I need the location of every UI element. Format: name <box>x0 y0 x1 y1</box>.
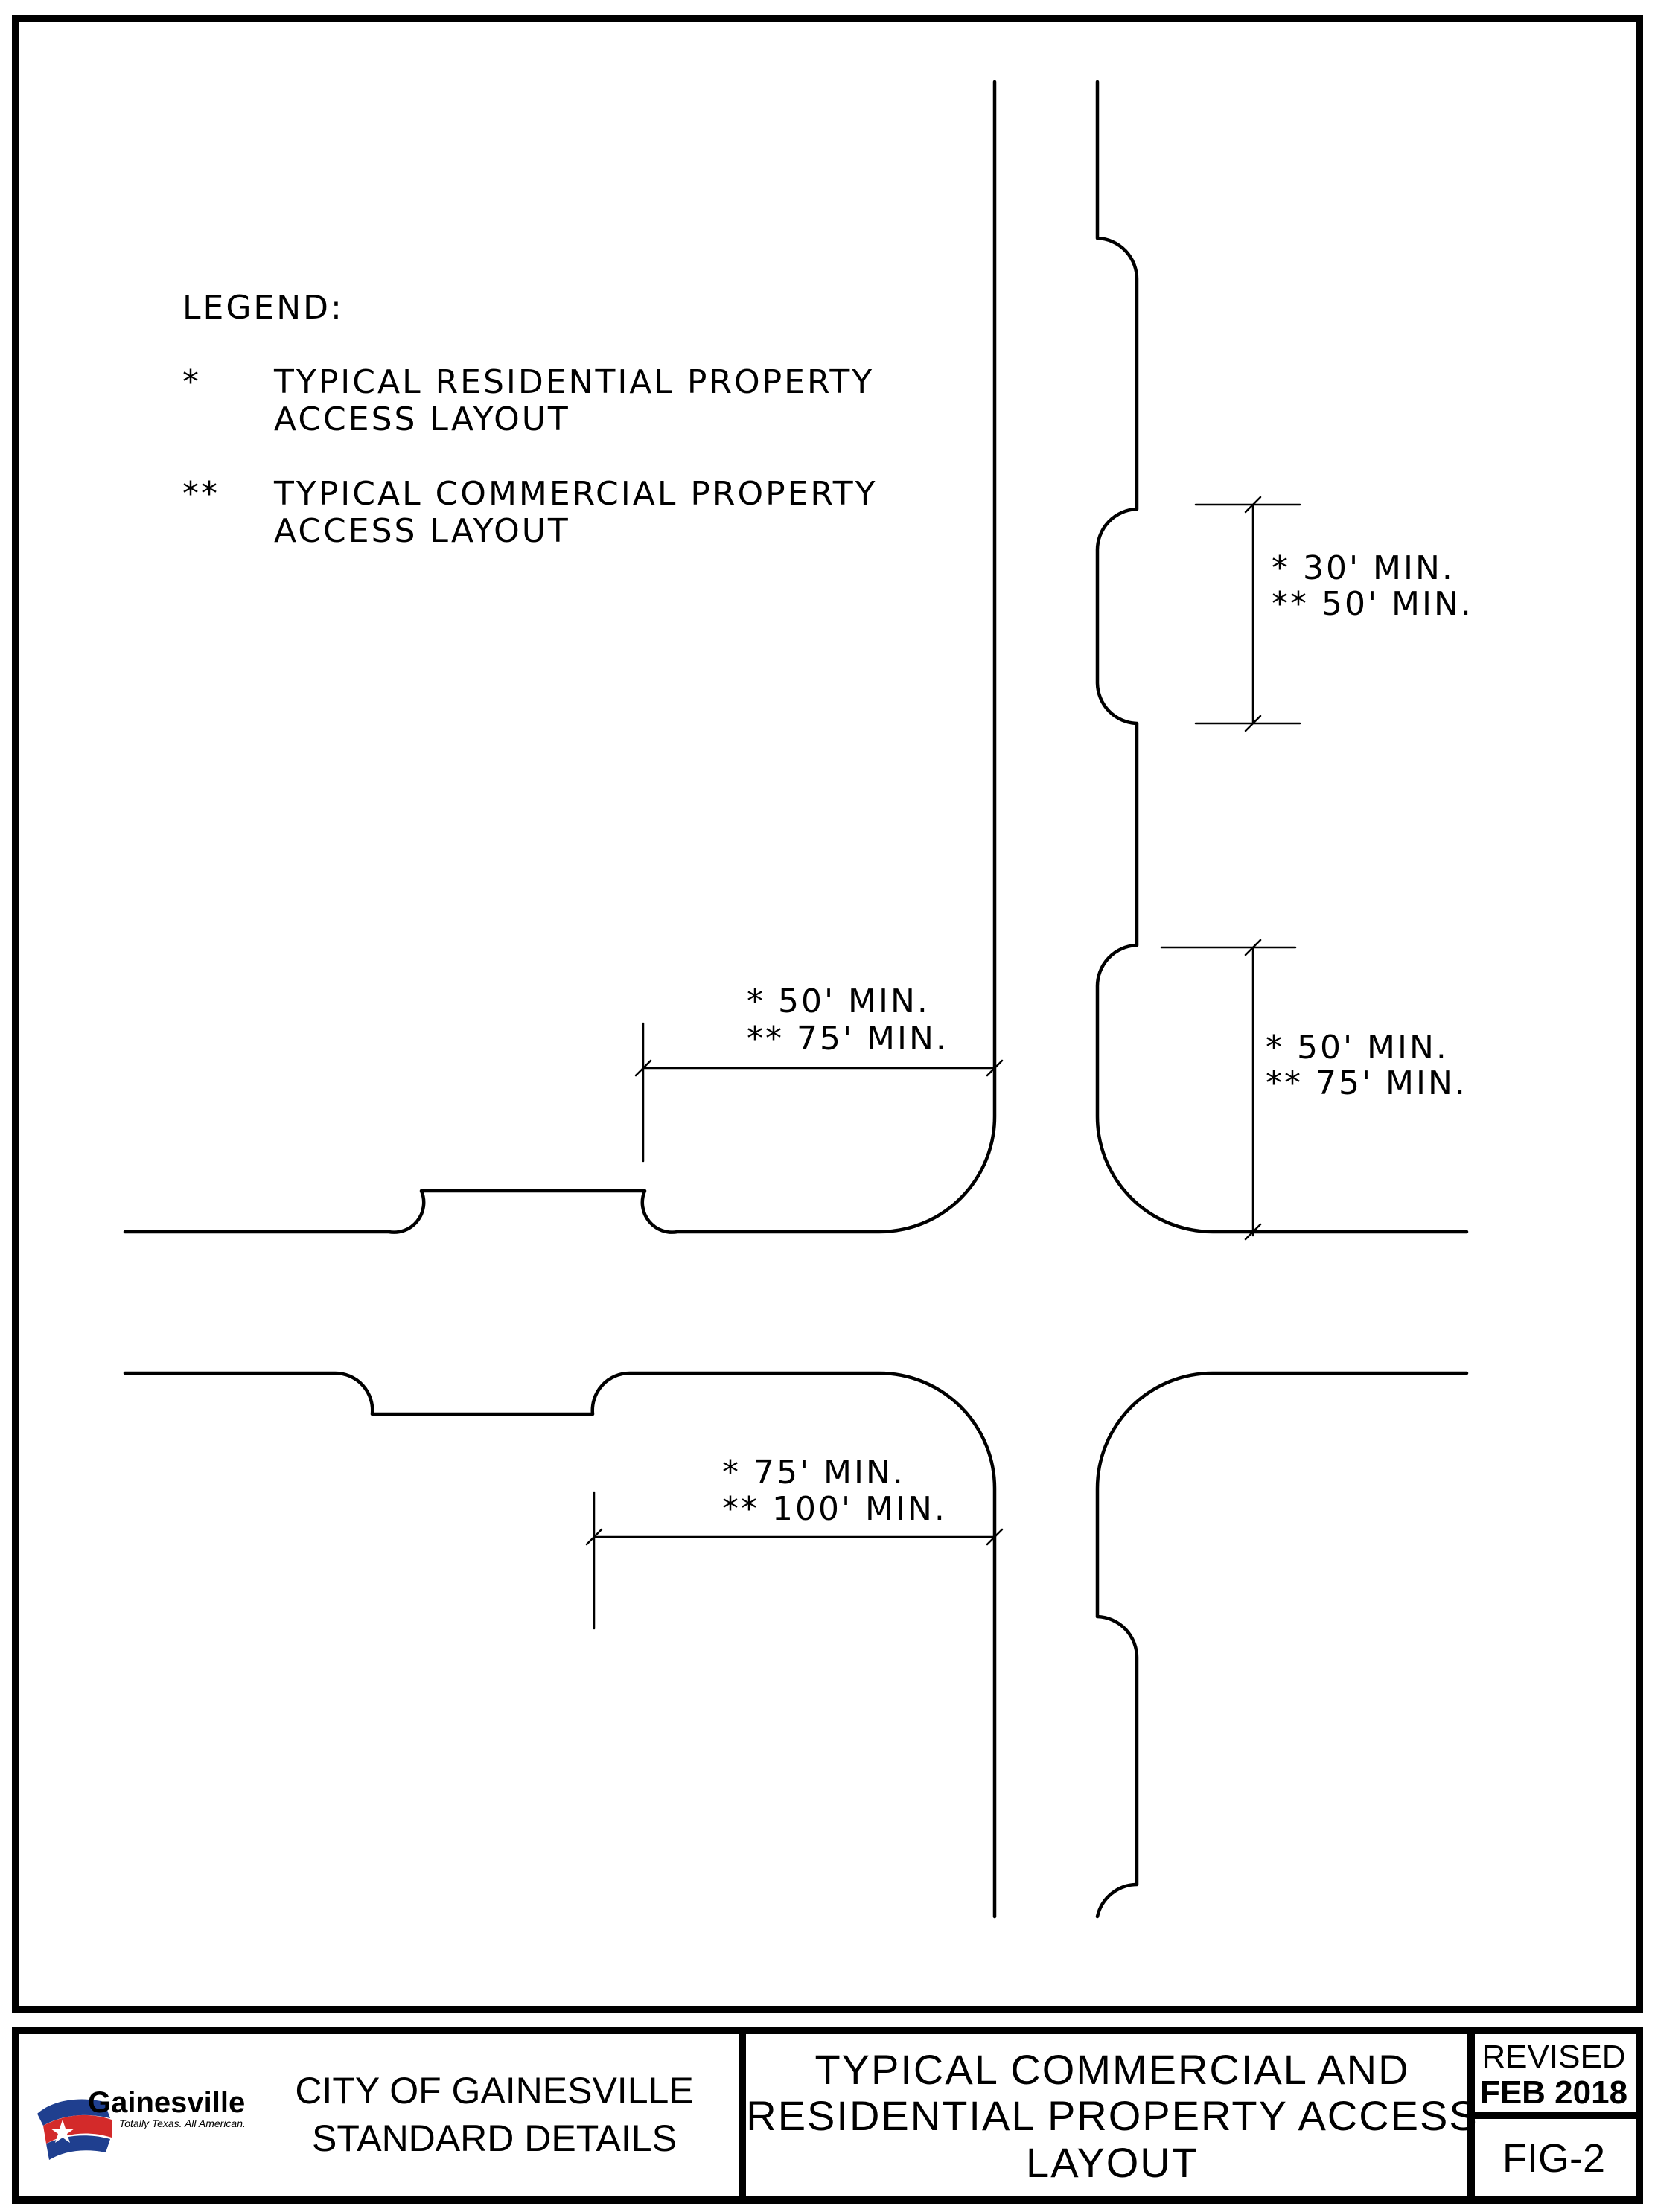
dim-right-lower-residential: * 50' MIN. <box>1266 1029 1449 1067</box>
dim-left-lower-commercial: ** 100' MIN. <box>722 1490 947 1528</box>
dimension-right-lower <box>1160 939 1297 1241</box>
dimension-left-lower <box>585 1491 1004 1630</box>
dim-left-lower-residential: * 75' MIN. <box>722 1454 905 1492</box>
drawing-title-line1: TYPICAL COMMERCIAL AND <box>814 2046 1409 2093</box>
legend-residential-line2: ACCESS LAYOUT <box>274 400 570 438</box>
legend: LEGEND: * TYPICAL RESIDENTIAL PROPERTY A… <box>182 289 878 550</box>
curb-vertical-right-upper <box>1095 80 1469 1234</box>
drawing-title-line3: LAYOUT <box>1026 2139 1199 2186</box>
dim-right-upper-residential: * 30' MIN. <box>1272 549 1455 587</box>
revised-date: FEB 2018 <box>1480 2074 1627 2111</box>
legend-marker-commercial: ** <box>182 475 220 513</box>
legend-residential-line1: TYPICAL RESIDENTIAL PROPERTY <box>273 363 874 401</box>
texas-flag-swoosh-icon <box>37 2099 110 2126</box>
legend-title: LEGEND: <box>182 289 344 327</box>
curb-horizontal-left-lower <box>123 1371 997 1919</box>
curb-horizontal-right-lower <box>1095 1371 1469 1919</box>
curb-vertical-left-upper <box>123 80 997 1234</box>
dim-left-upper-residential: * 50' MIN. <box>747 982 930 1020</box>
dim-right-upper-commercial: ** 50' MIN. <box>1272 585 1473 623</box>
standard-details-label: STANDARD DETAILS <box>312 2117 677 2159</box>
drawing-border <box>12 15 1643 2013</box>
dim-right-lower-commercial: ** 75' MIN. <box>1266 1064 1467 1102</box>
dimension-left-upper <box>634 1022 1004 1163</box>
legend-commercial-line2: ACCESS LAYOUT <box>274 512 570 550</box>
legend-commercial-line1: TYPICAL COMMERCIAL PROPERTY <box>273 475 878 513</box>
title-block: Gainesville Totally Texas. All American.… <box>12 2027 1643 2204</box>
dim-left-upper-commercial: ** 75' MIN. <box>747 1020 948 1058</box>
legend-marker-residential: * <box>182 363 201 401</box>
logo-tagline: Totally Texas. All American. <box>119 2117 246 2129</box>
street-layout <box>123 80 1469 1919</box>
gainesville-logo: Gainesville Totally Texas. All American. <box>37 2086 246 2160</box>
figure-number: FIG-2 <box>1502 2136 1605 2181</box>
revised-label: REVISED <box>1482 2039 1625 2075</box>
star-icon <box>51 2120 74 2143</box>
city-name: CITY OF GAINESVILLE <box>295 2070 693 2112</box>
logo-name: Gainesville <box>88 2086 245 2119</box>
drawing-title-line2: RESIDENTIAL PROPERTY ACCESS <box>746 2092 1478 2139</box>
dimension-right-upper <box>1194 496 1301 732</box>
